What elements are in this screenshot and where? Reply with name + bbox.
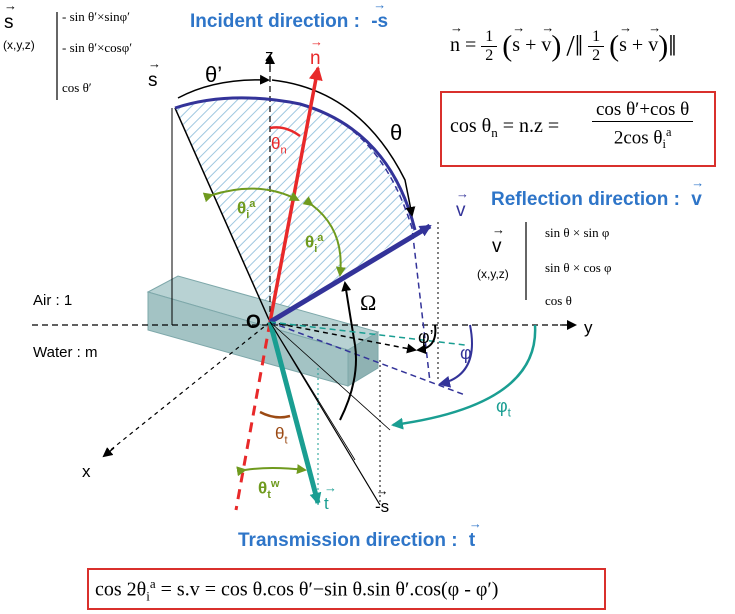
cos-theta-n-fraction: cos θ′+cos θ 2cos θia xyxy=(592,99,694,152)
n-vector-text: n xyxy=(310,35,321,70)
origin-label: O xyxy=(246,312,261,333)
cos-theta-n-formula: cos θn = n.z = xyxy=(450,115,559,141)
bottom-formula-sup: a xyxy=(149,576,156,591)
cos-theta-n-lhs: cos θ xyxy=(450,115,492,137)
v-box-label: v xyxy=(492,223,502,258)
theta-t-w-sub: t xyxy=(267,489,271,502)
cos-theta-n-sub: n xyxy=(491,125,498,140)
cos-theta-n-box: cos θn = n.z = cos θ′+cos θ 2cos θia xyxy=(440,91,716,167)
theta-i-left-sub: i xyxy=(246,209,250,222)
s-vector-line xyxy=(174,107,271,323)
theta-t-w-label: θtw xyxy=(258,478,279,501)
bottom-formula-box: cos 2θia = s.v = cos θ.cos θ′−sin θ.sin … xyxy=(87,568,606,610)
theta-n-label: θn xyxy=(271,134,287,156)
theta-i-left-sup: a xyxy=(249,198,256,210)
s-vector-label: s xyxy=(148,57,158,92)
theta-i-right-sub: i xyxy=(314,243,318,256)
s-vector-text: s xyxy=(148,57,158,92)
v-box-row-3: cos θ xyxy=(545,293,572,308)
normal-formula-s: s xyxy=(512,21,520,57)
theta-t-label: θt xyxy=(275,424,288,446)
phi-t-text: φ xyxy=(496,396,508,416)
normal-formula-n: n xyxy=(450,21,460,57)
theta-i-label-left: θia xyxy=(237,198,255,221)
theta-n-text: θ xyxy=(271,134,281,153)
transmission-direction-title: Transmission direction : t xyxy=(238,517,476,552)
s-box-row-1: - sin θ′×sinφ′ xyxy=(62,9,130,24)
v-vector-text: v xyxy=(456,187,466,222)
theta-i-left-text: θ xyxy=(237,198,247,218)
theta-i-right-text: θ xyxy=(305,232,315,252)
theta-t-sub: t xyxy=(284,434,288,447)
reflection-direction-vector: v xyxy=(691,176,702,211)
theta-t-text: θ xyxy=(275,424,285,443)
z-axis-label: z xyxy=(265,46,274,65)
transmission-vector xyxy=(267,321,322,505)
bottom-formula-sub: i xyxy=(146,588,150,604)
normal-formula-half-den: 2 xyxy=(485,47,494,64)
cos-theta-n-den: 2cos θ xyxy=(613,127,663,149)
air-label: Air : 1 xyxy=(33,292,73,309)
s-box-row-3: cos θ′ xyxy=(62,80,92,95)
hatched-cone xyxy=(175,97,415,322)
phi-t-label: φt xyxy=(496,396,511,420)
s-box-label: s xyxy=(4,0,14,34)
x-axis-label: x xyxy=(82,462,91,481)
theta-prime-label: θ’ xyxy=(205,62,223,87)
v-box-coords: (x,y,z) xyxy=(477,267,509,281)
v-box-row-2: sin θ × cos φ xyxy=(545,260,612,275)
s-box-coords: (x,y,z) xyxy=(3,38,35,52)
incident-direction-vector: -s xyxy=(371,0,388,33)
v-box-vector: v xyxy=(492,223,502,258)
normal-formula-v: v xyxy=(541,21,551,57)
s-box-vector: s xyxy=(4,0,14,34)
x-axis xyxy=(107,321,271,453)
reflection-vector xyxy=(268,223,432,325)
normal-formula-half-num: 1 xyxy=(481,28,498,47)
bottom-formula-lhs: cos 2θ xyxy=(95,578,147,601)
theta-t-w-text: θ xyxy=(258,478,268,498)
theta-t-w-sup: w xyxy=(270,478,280,490)
omega-label: Ω xyxy=(360,290,377,315)
cos-theta-n-num: cos θ′+cos θ xyxy=(592,99,694,122)
cos-theta-n-den-sub: i xyxy=(662,137,666,152)
y-axis-label: y xyxy=(584,318,593,337)
minus-s-vector-text: -s xyxy=(375,484,389,517)
cos-theta-n-den-sup: a xyxy=(665,125,672,139)
v-box-row-1: sin θ × sin φ xyxy=(545,225,610,240)
incident-direction-title: Incident direction : -s xyxy=(190,0,388,33)
t-vector-label: t xyxy=(324,481,329,514)
s-box-row-2: - sin θ′×cosφ′ xyxy=(62,40,133,55)
t-vector-text: t xyxy=(324,481,329,514)
normal-formula: n = 12 (s + v) /‖ 12 (s + v)‖ xyxy=(450,21,677,65)
phi-prime-label: φ’ xyxy=(418,327,434,347)
theta-label: θ xyxy=(390,120,403,145)
cos-theta-n-mid: = n.z = xyxy=(502,115,560,137)
bottom-formula: cos 2θia = s.v = cos θ.cos θ′−sin θ.sin … xyxy=(95,576,498,605)
n-vector-label: n xyxy=(310,35,321,70)
water-label: Water : m xyxy=(33,344,98,361)
theta-i-label-right: θia xyxy=(305,232,323,255)
reflection-direction-text: Reflection direction : xyxy=(491,189,680,210)
phi-label: φ xyxy=(460,343,472,363)
theta-n-sub: n xyxy=(280,144,287,157)
theta-i-right-sup: a xyxy=(317,232,324,244)
reflection-direction-title: Reflection direction : v xyxy=(491,176,702,211)
phi-t-sub: t xyxy=(507,406,511,420)
bottom-formula-rest: = s.v = cos θ.cos θ′−sin θ.sin θ′.cos(φ … xyxy=(155,578,499,601)
transmission-direction-text: Transmission direction : xyxy=(238,530,458,551)
v-vector-label: v xyxy=(456,187,466,222)
transmission-direction-vector: t xyxy=(469,517,476,552)
minus-s-vector-label: -s xyxy=(375,484,389,517)
incident-direction-text: Incident direction : xyxy=(190,11,360,32)
